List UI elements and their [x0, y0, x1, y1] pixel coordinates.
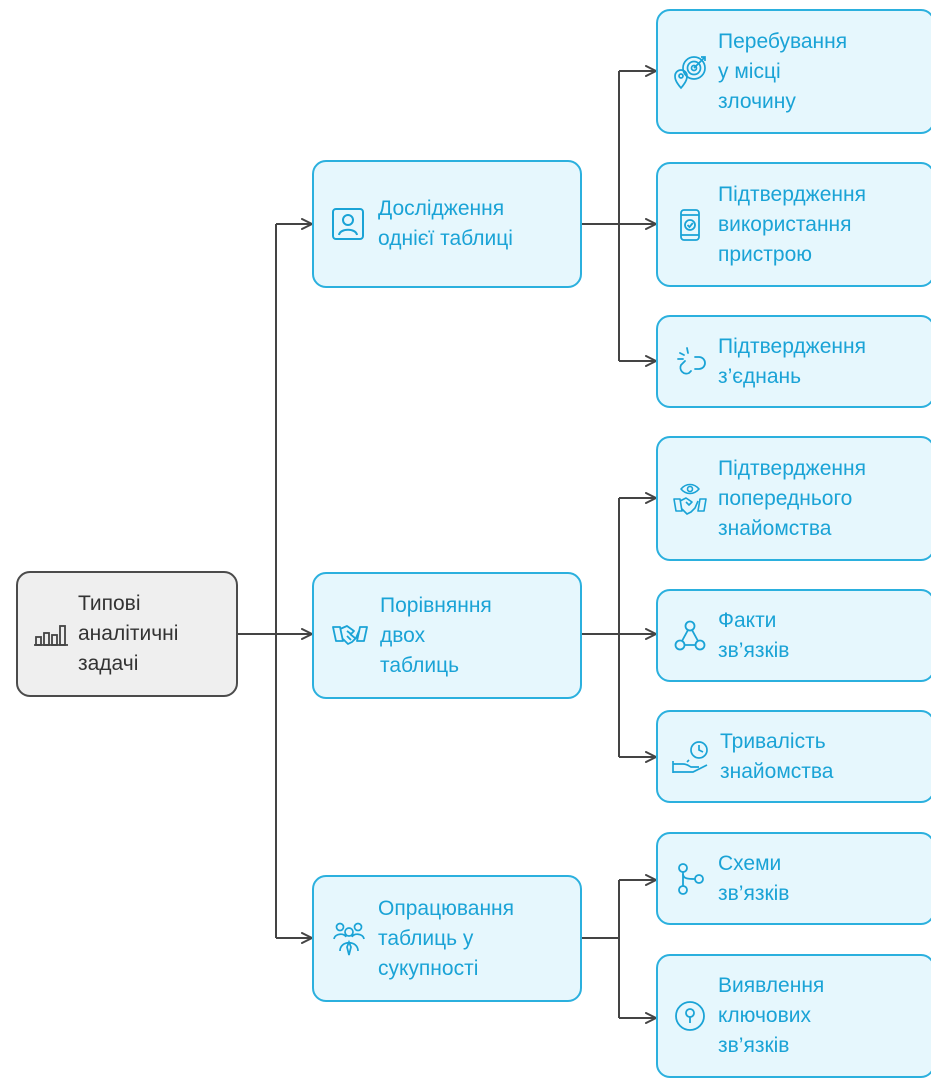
handshake-eye-icon — [670, 481, 710, 517]
leaf-node-crime-scene-presence[interactable]: Перебування у місці злочину — [656, 9, 931, 134]
leaf-label: Перебування у місці злочину — [718, 29, 848, 113]
connector-cat1-trunk — [582, 71, 620, 361]
leaf-node-connections[interactable]: Підтвердження з’єднань — [656, 315, 931, 408]
location-target-icon — [670, 54, 710, 90]
connector-cat2-trunk — [582, 498, 620, 757]
category-label: Дослідження однієї таблиці — [378, 197, 513, 250]
category-node-two-tables[interactable]: Порівняння двох таблиць — [312, 572, 582, 699]
key-location-icon — [670, 999, 710, 1033]
smartphone-check-icon — [670, 208, 710, 242]
leaf-label: Тривалість знайомства — [720, 729, 834, 783]
connector-root-trunk — [238, 224, 277, 938]
hand-clock-icon — [670, 739, 712, 775]
leaf-label: Підтвердження з’єднань — [718, 334, 866, 388]
leaf-node-acquaintance-duration[interactable]: Тривалість знайомства — [656, 710, 931, 803]
leaf-node-link-schemes[interactable]: Схеми зв’язків — [656, 832, 931, 925]
leaf-label: Виявлення ключових зв’язків — [718, 974, 825, 1057]
broken-link-icon — [670, 345, 710, 379]
leaf-label: Схеми зв’язків — [718, 851, 790, 905]
root-node[interactable]: Типові аналітичні задачі — [16, 571, 238, 697]
leaf-label: Підтвердження використання пристрою — [718, 182, 866, 266]
network-nodes-icon — [670, 619, 710, 653]
leaf-node-link-facts[interactable]: Факти зв’язків — [656, 589, 931, 682]
category-label: Порівняння двох таблиць — [380, 593, 492, 677]
branch-icon — [670, 862, 710, 896]
leaf-node-key-links[interactable]: Виявлення ключових зв’язків — [656, 954, 931, 1078]
group-people-icon — [330, 921, 368, 957]
leaf-label: Факти зв’язків — [718, 608, 790, 662]
leaf-node-device-usage[interactable]: Підтвердження використання пристрою — [656, 162, 931, 287]
category-node-single-table[interactable]: Дослідження однієї таблиці — [312, 160, 582, 288]
category-label: Опрацювання таблиць у сукупності — [378, 896, 515, 980]
category-node-tables-aggregate[interactable]: Опрацювання таблиць у сукупності — [312, 875, 582, 1002]
root-label: Типові аналітичні задачі — [78, 592, 179, 675]
leaf-node-prior-acquaintance[interactable]: Підтвердження попереднього знайомства — [656, 436, 931, 561]
user-profile-icon — [330, 207, 366, 241]
handshake-icon — [330, 623, 370, 649]
connector-cat3-trunk — [582, 880, 620, 1018]
bar-chart-icon — [32, 622, 70, 646]
leaf-label: Підтвердження попереднього знайомства — [718, 456, 866, 540]
